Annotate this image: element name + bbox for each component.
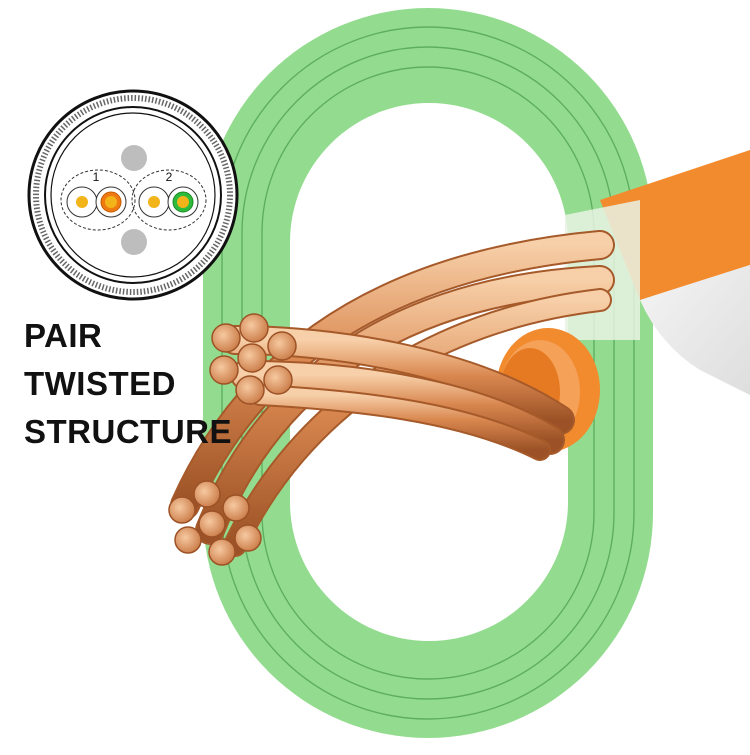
lower-strand-bundle-ends — [168, 480, 262, 566]
filler-bottom — [121, 229, 147, 255]
pair-1: 1 — [60, 169, 136, 231]
pair-2: 2 — [131, 169, 207, 231]
caption-line-1: PAIR — [24, 317, 103, 354]
filler-top — [121, 145, 147, 171]
caption-text: PAIR TWISTED STRUCTURE — [24, 312, 232, 456]
pair-2-label: 2 — [166, 170, 173, 184]
pair-1-label: 1 — [93, 170, 100, 184]
caption-line-3: STRUCTURE — [24, 413, 232, 450]
upper-strand-bundle-ends — [209, 313, 297, 405]
caption-line-2: TWISTED — [24, 365, 176, 402]
cable-cross-section: 1 2 — [27, 89, 239, 301]
twisted-copper-strands — [168, 230, 615, 566]
